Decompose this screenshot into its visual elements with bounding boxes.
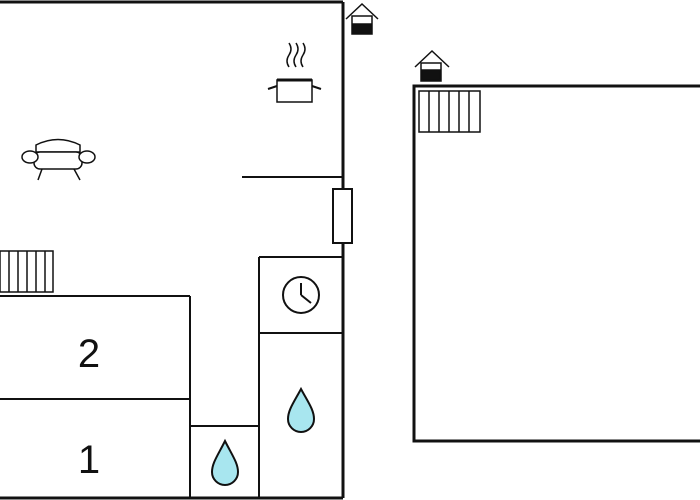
room-label-2: 2 <box>78 332 100 376</box>
house-entrance-icon <box>345 2 379 35</box>
room-label-1: 1 <box>78 438 100 482</box>
cooking-pot-icon <box>267 42 322 103</box>
water-drop-icon <box>286 386 316 433</box>
bedroom-block <box>0 295 191 498</box>
house-entrance-icon <box>414 49 450 82</box>
radiator-icon <box>0 250 54 293</box>
annex-building-walls <box>412 84 700 443</box>
utility-rooms <box>190 256 343 498</box>
main-building-walls <box>0 0 345 500</box>
water-drop-icon <box>210 438 240 486</box>
window-right-wall <box>332 188 353 244</box>
radiator-icon <box>418 90 481 133</box>
sofa-icon <box>21 138 96 181</box>
clock-icon <box>282 276 320 314</box>
